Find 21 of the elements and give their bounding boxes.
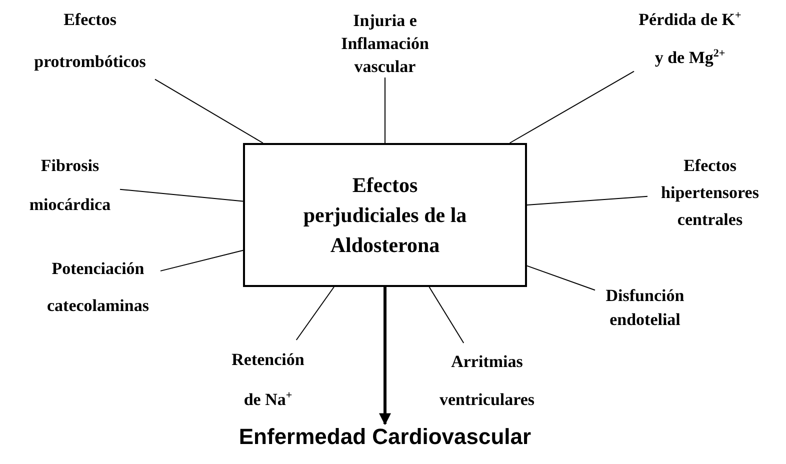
connector-line xyxy=(428,286,464,344)
effect-label: Arritmias ventriculares xyxy=(430,343,544,419)
connector-line xyxy=(384,77,386,144)
connector-line xyxy=(120,188,244,202)
effect-label: Disfunción endotelial xyxy=(595,284,695,332)
process-box: Efectos perjudiciales de la Aldosterona xyxy=(243,143,527,287)
effect-label: Fibrosis miocárdica xyxy=(20,146,120,224)
effect-label: Efectos protrombóticos xyxy=(25,0,155,83)
arrow xyxy=(379,287,391,426)
connector-line xyxy=(526,265,596,291)
effect-label: Injuria e Inflamación vascular xyxy=(335,8,435,78)
effect-label: Pérdida de K$^{+}$ y de Mg$^{2+}$ xyxy=(634,1,746,77)
outcome-label: Enfermedad Cardiovascular xyxy=(225,424,545,450)
effect-label: Efectos hipertensores centrales xyxy=(648,152,772,232)
connector-line xyxy=(509,70,634,144)
connector-line xyxy=(154,78,264,144)
connector-line xyxy=(526,196,648,206)
connector-line xyxy=(296,286,334,340)
effect-label: Retención de Na$^{+}$ xyxy=(226,340,310,420)
connector-line xyxy=(160,250,244,272)
effect-label: Potenciación catecolaminas xyxy=(36,250,160,324)
